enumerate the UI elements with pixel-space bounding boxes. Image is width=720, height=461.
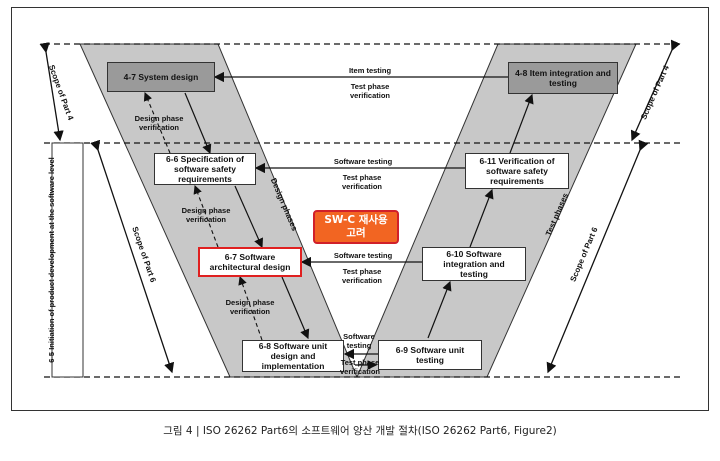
callout-line-2: 고려: [346, 227, 366, 239]
design-flow-3: [281, 276, 310, 340]
label-initiation: 6-5 Initiation of product development at…: [47, 157, 56, 363]
box-unit-design: 6-8 Software unit design and implementat…: [242, 340, 344, 372]
scope-part6-left-arrow: [90, 139, 175, 374]
label-test-phase-verif-4: Test phase verification: [339, 358, 380, 376]
design-verif-2: [193, 184, 219, 248]
unit-testing-text: 6-9 Software unit testing: [395, 345, 465, 365]
arch-design-text: 6-7 Software architectural design: [209, 252, 291, 272]
test-flow-3: [509, 93, 534, 154]
scope-part4-left-arrow: [39, 42, 64, 142]
box-sw-integration: 6-10 Software integration and testing: [422, 247, 526, 281]
test-flow-1: [427, 280, 452, 339]
item-integration-text: 4-8 Item integration and testing: [515, 68, 611, 88]
label-design-verif-2: Design phase verification: [181, 206, 231, 224]
unit-design-text: 6-8 Software unit design and implementat…: [258, 341, 328, 371]
label-test-phase-verif-3: Test phase verification: [341, 267, 382, 285]
label-test-phase-verif-2: Test phase verification: [341, 173, 382, 191]
reuse-callout: SW-C 재사용 고려: [313, 210, 399, 244]
initiation-bar: [51, 142, 84, 378]
callout-line-1: SW-C 재사용: [324, 214, 388, 226]
box-system-design: 4-7 System design: [107, 62, 215, 92]
label-design-verif-3: Design phase verification: [225, 298, 275, 316]
label-design-verif-1: Design phase verification: [134, 114, 184, 132]
spec-safety-req-text: 6-6 Specification of software safety req…: [166, 154, 244, 184]
label-test-phase-verif-1: Test phase verification: [349, 82, 390, 100]
figure-caption: 그림 4 | ISO 26262 Part6의 소프트웨어 양산 개발 절차(I…: [163, 425, 557, 437]
scope-part6-right-arrow: [546, 139, 649, 374]
box-spec-safety-req: 6-6 Specification of software safety req…: [154, 153, 256, 185]
box-verif-safety-req: 6-11 Verification of software safety req…: [465, 153, 569, 189]
label-software-testing-1: Software testing: [333, 157, 393, 166]
box-item-integration: 4-8 Item integration and testing: [508, 62, 618, 94]
scope-part4-right-arrow: [630, 39, 681, 142]
box-arch-design: 6-7 Software architectural design: [198, 247, 302, 277]
box-unit-testing: 6-9 Software unit testing: [378, 340, 482, 370]
sw-integration-text: 6-10 Software integration and testing: [443, 249, 505, 279]
design-flow-2: [234, 185, 263, 249]
system-design-text: 4-7 System design: [123, 72, 199, 82]
label-item-testing: Item testing: [348, 66, 392, 75]
design-flow-1: [184, 92, 212, 155]
design-verif-1: [143, 91, 171, 154]
verif-safety-req-text: 6-11 Verification of software safety req…: [479, 156, 555, 186]
label-software-testing-3: Software testing: [343, 332, 375, 350]
test-flow-2: [469, 188, 494, 248]
label-software-testing-2: Software testing: [333, 251, 393, 260]
